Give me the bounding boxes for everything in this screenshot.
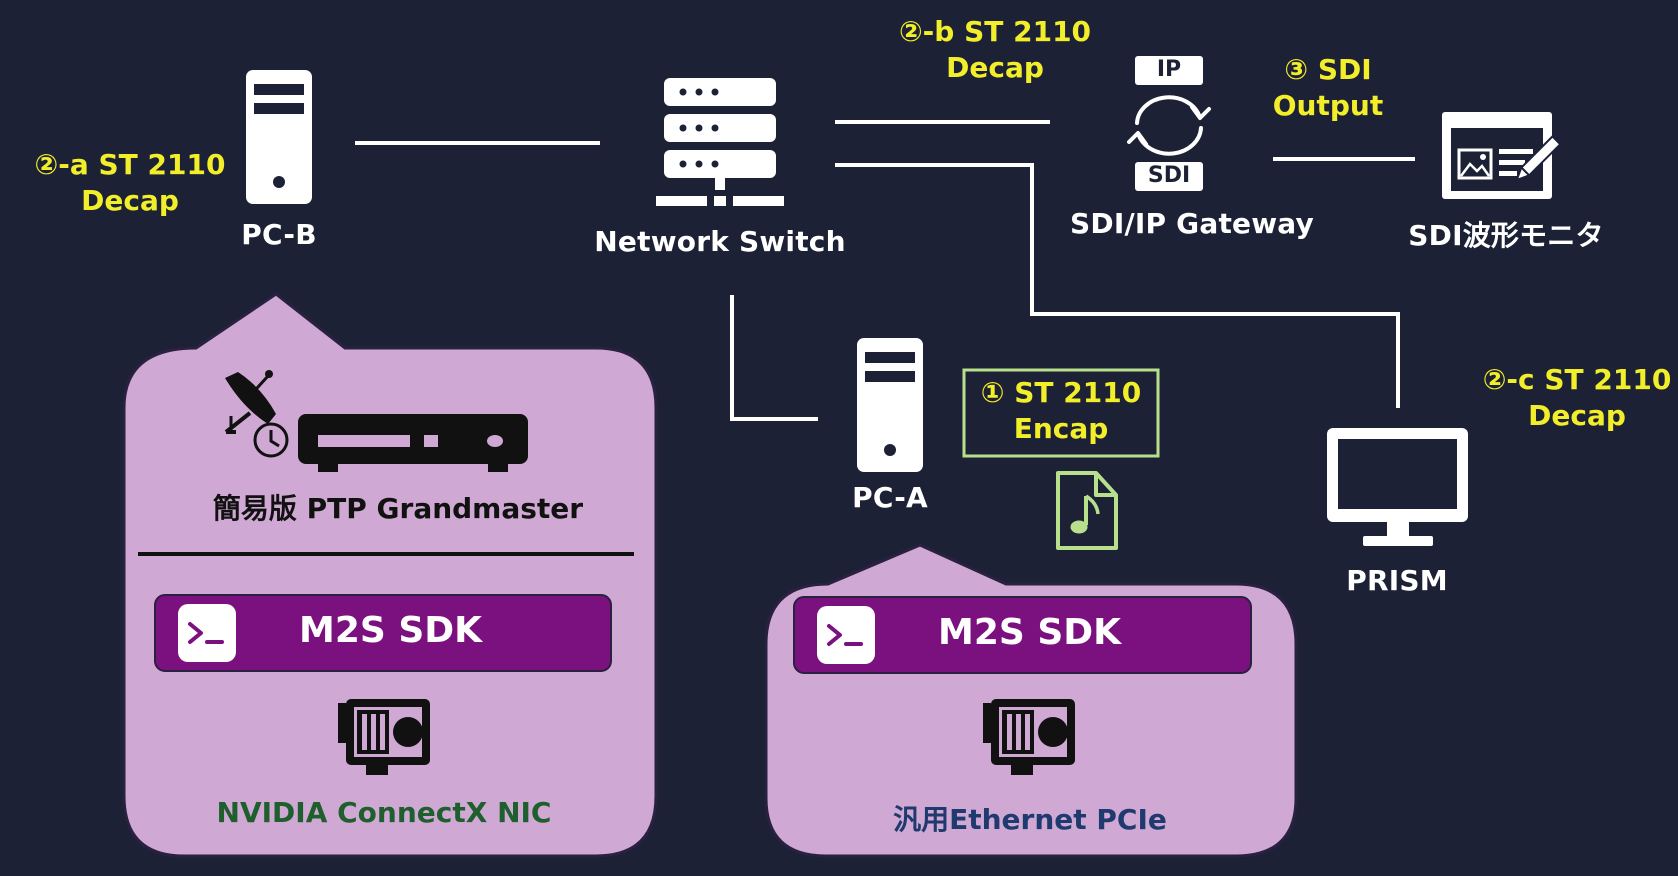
step-2c-line2: Decap [1528, 399, 1626, 432]
link-switch-prism [835, 163, 1400, 408]
link-switch-pca [730, 295, 818, 421]
step-2a-line1: ②-a ST 2110 [34, 148, 226, 181]
step-2c-line1: ②-c ST 2110 [1482, 363, 1672, 396]
step-2b-label: ②-b ST 2110 Decap [880, 14, 1110, 86]
step-2a-line2: Decap [81, 184, 179, 217]
grandmaster-label: 簡易版 PTP Grandmaster [212, 492, 584, 525]
sdk-bar-pc-b [154, 594, 612, 672]
node-label-pc-a: PC-A [852, 481, 928, 514]
step-1-line1: ① ST 2110 [980, 376, 1142, 409]
server-tower-icon [246, 70, 312, 204]
sdi-tag [1135, 162, 1203, 191]
nic-label-pc-b: NVIDIA ConnectX NIC [216, 796, 552, 829]
clock-icon [253, 422, 289, 458]
network-switch-icon [656, 78, 784, 206]
step-1-label: ① ST 2110 Encap [966, 375, 1156, 447]
step-2a-label: ②-a ST 2110 Decap [20, 147, 240, 219]
sdk-label-pc-b: M2S SDK [299, 610, 483, 651]
sdk-label-pc-a: M2S SDK [938, 612, 1122, 653]
grandmaster-device-icon [298, 414, 528, 472]
step-3-label: ③ SDI Output [1248, 52, 1408, 124]
step-1-line2: Encap [1013, 412, 1109, 445]
step-3-line1: ③ SDI [1284, 53, 1372, 86]
connection-lines [355, 120, 1415, 421]
nic-label-pc-a: 汎用Ethernet PCIe [893, 803, 1167, 836]
ip-sdi-convert-icon [1127, 95, 1211, 156]
server-tower-icon [857, 338, 923, 472]
step-3-line2: Output [1272, 89, 1384, 122]
waveform-monitor-icon [1442, 112, 1562, 199]
sdk-bar-pc-a [793, 596, 1252, 674]
audio-file-icon [1056, 471, 1118, 550]
callout-pc-b [122, 292, 658, 858]
nic-card-icon [983, 699, 1075, 775]
step-2c-label: ②-c ST 2110 Decap [1462, 362, 1678, 434]
terminal-icon [817, 606, 875, 664]
node-label-network-switch: Network Switch [594, 225, 846, 258]
node-label-sdi-monitor: SDI波形モニタ [1408, 219, 1604, 252]
nic-card-icon [338, 699, 430, 775]
encap-box [962, 368, 1160, 458]
satellite-dish-icon [224, 370, 276, 434]
terminal-icon [178, 604, 236, 662]
sdi-tag-label: SDI [1147, 163, 1191, 188]
step-2b-line1: ②-b ST 2110 [898, 15, 1092, 48]
monitor-icon [1327, 428, 1468, 546]
step-2b-line2: Decap [946, 51, 1044, 84]
node-label-prism: PRISM [1346, 564, 1448, 597]
ip-tag-label: IP [1156, 57, 1182, 82]
node-label-sdi-ip-gateway: SDI/IP Gateway [1070, 207, 1314, 240]
ip-tag [1135, 56, 1203, 85]
node-label-pc-b: PC-B [241, 218, 317, 251]
